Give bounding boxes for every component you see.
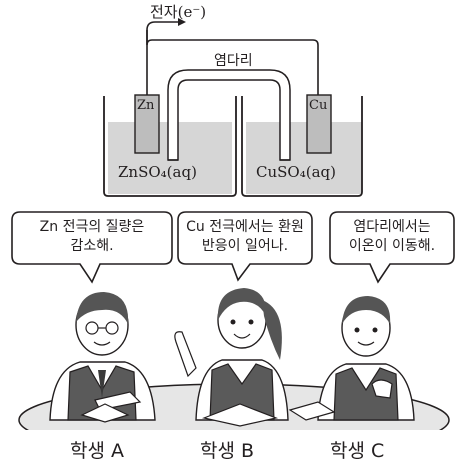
student-b-label: 학생 B (200, 440, 255, 462)
left-beaker (103, 96, 237, 197)
bubble-a-line1: Zn 전극의 질량은 (39, 219, 145, 235)
student-a-figure (49, 292, 156, 423)
salt-bridge-label: 염다리 (214, 53, 253, 69)
bubble-b-line2: 반응이 일어나. (201, 238, 289, 254)
electron-label: 전자(e⁻) (150, 3, 207, 21)
bubble-b-line1: Cu 전극에서는 환원 (186, 219, 304, 235)
bubble-c-text: 염다리에서는 이온이 이동해. (330, 218, 454, 256)
right-solution (246, 122, 362, 194)
bubble-c-line2: 이온이 이동해. (348, 238, 436, 254)
zn-electrode-label: Zn (137, 98, 155, 113)
speech-bubbles (11, 211, 455, 284)
zn-electrode (134, 94, 160, 154)
bubble-a (11, 211, 173, 284)
student-c-label: 학생 C (330, 440, 385, 462)
external-wire (146, 30, 319, 95)
student-a-label: 학생 A (70, 440, 124, 462)
galvanic-cell-diagram (103, 18, 363, 197)
electron-flow-wire (146, 21, 180, 95)
cu-electrode-label: Cu (309, 98, 328, 113)
right-beaker (241, 96, 363, 197)
cu-electrode (306, 94, 332, 154)
student-c-figure (288, 296, 415, 421)
bubble-a-text: Zn 전극의 질량은 감소해. (12, 218, 172, 256)
right-solution-label: CuSO₄(aq) (256, 163, 336, 181)
bubble-b-text: Cu 전극에서는 환원 반응이 일어나. (178, 218, 312, 256)
bubble-c-line1: 염다리에서는 (353, 219, 431, 235)
left-solution-label: ZnSO₄(aq) (118, 163, 197, 181)
bubble-a-line2: 감소해. (70, 238, 114, 254)
electron-arrow-head-icon (178, 18, 186, 26)
student-b-figure (174, 288, 289, 427)
students-illustration (18, 288, 450, 430)
bubble-c (329, 211, 455, 284)
bubble-b (177, 211, 313, 282)
